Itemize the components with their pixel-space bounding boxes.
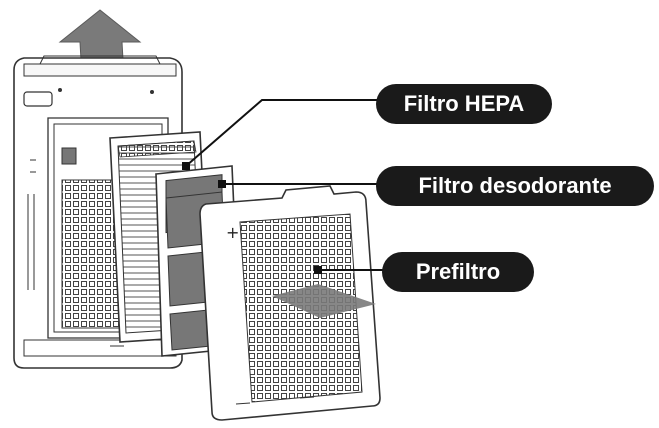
label-prefilter: Prefiltro [382, 252, 534, 292]
label-hepa-filter: Filtro HEPA [376, 84, 552, 124]
svg-text:+: + [226, 223, 239, 242]
hepa-leader-line [182, 99, 380, 170]
prefilter-leader-line [314, 266, 384, 274]
prefilter-panel: + [199, 185, 381, 421]
deodorizing-leader-line [218, 180, 380, 188]
label-deodorizing-filter: Filtro desodorante [376, 166, 654, 206]
